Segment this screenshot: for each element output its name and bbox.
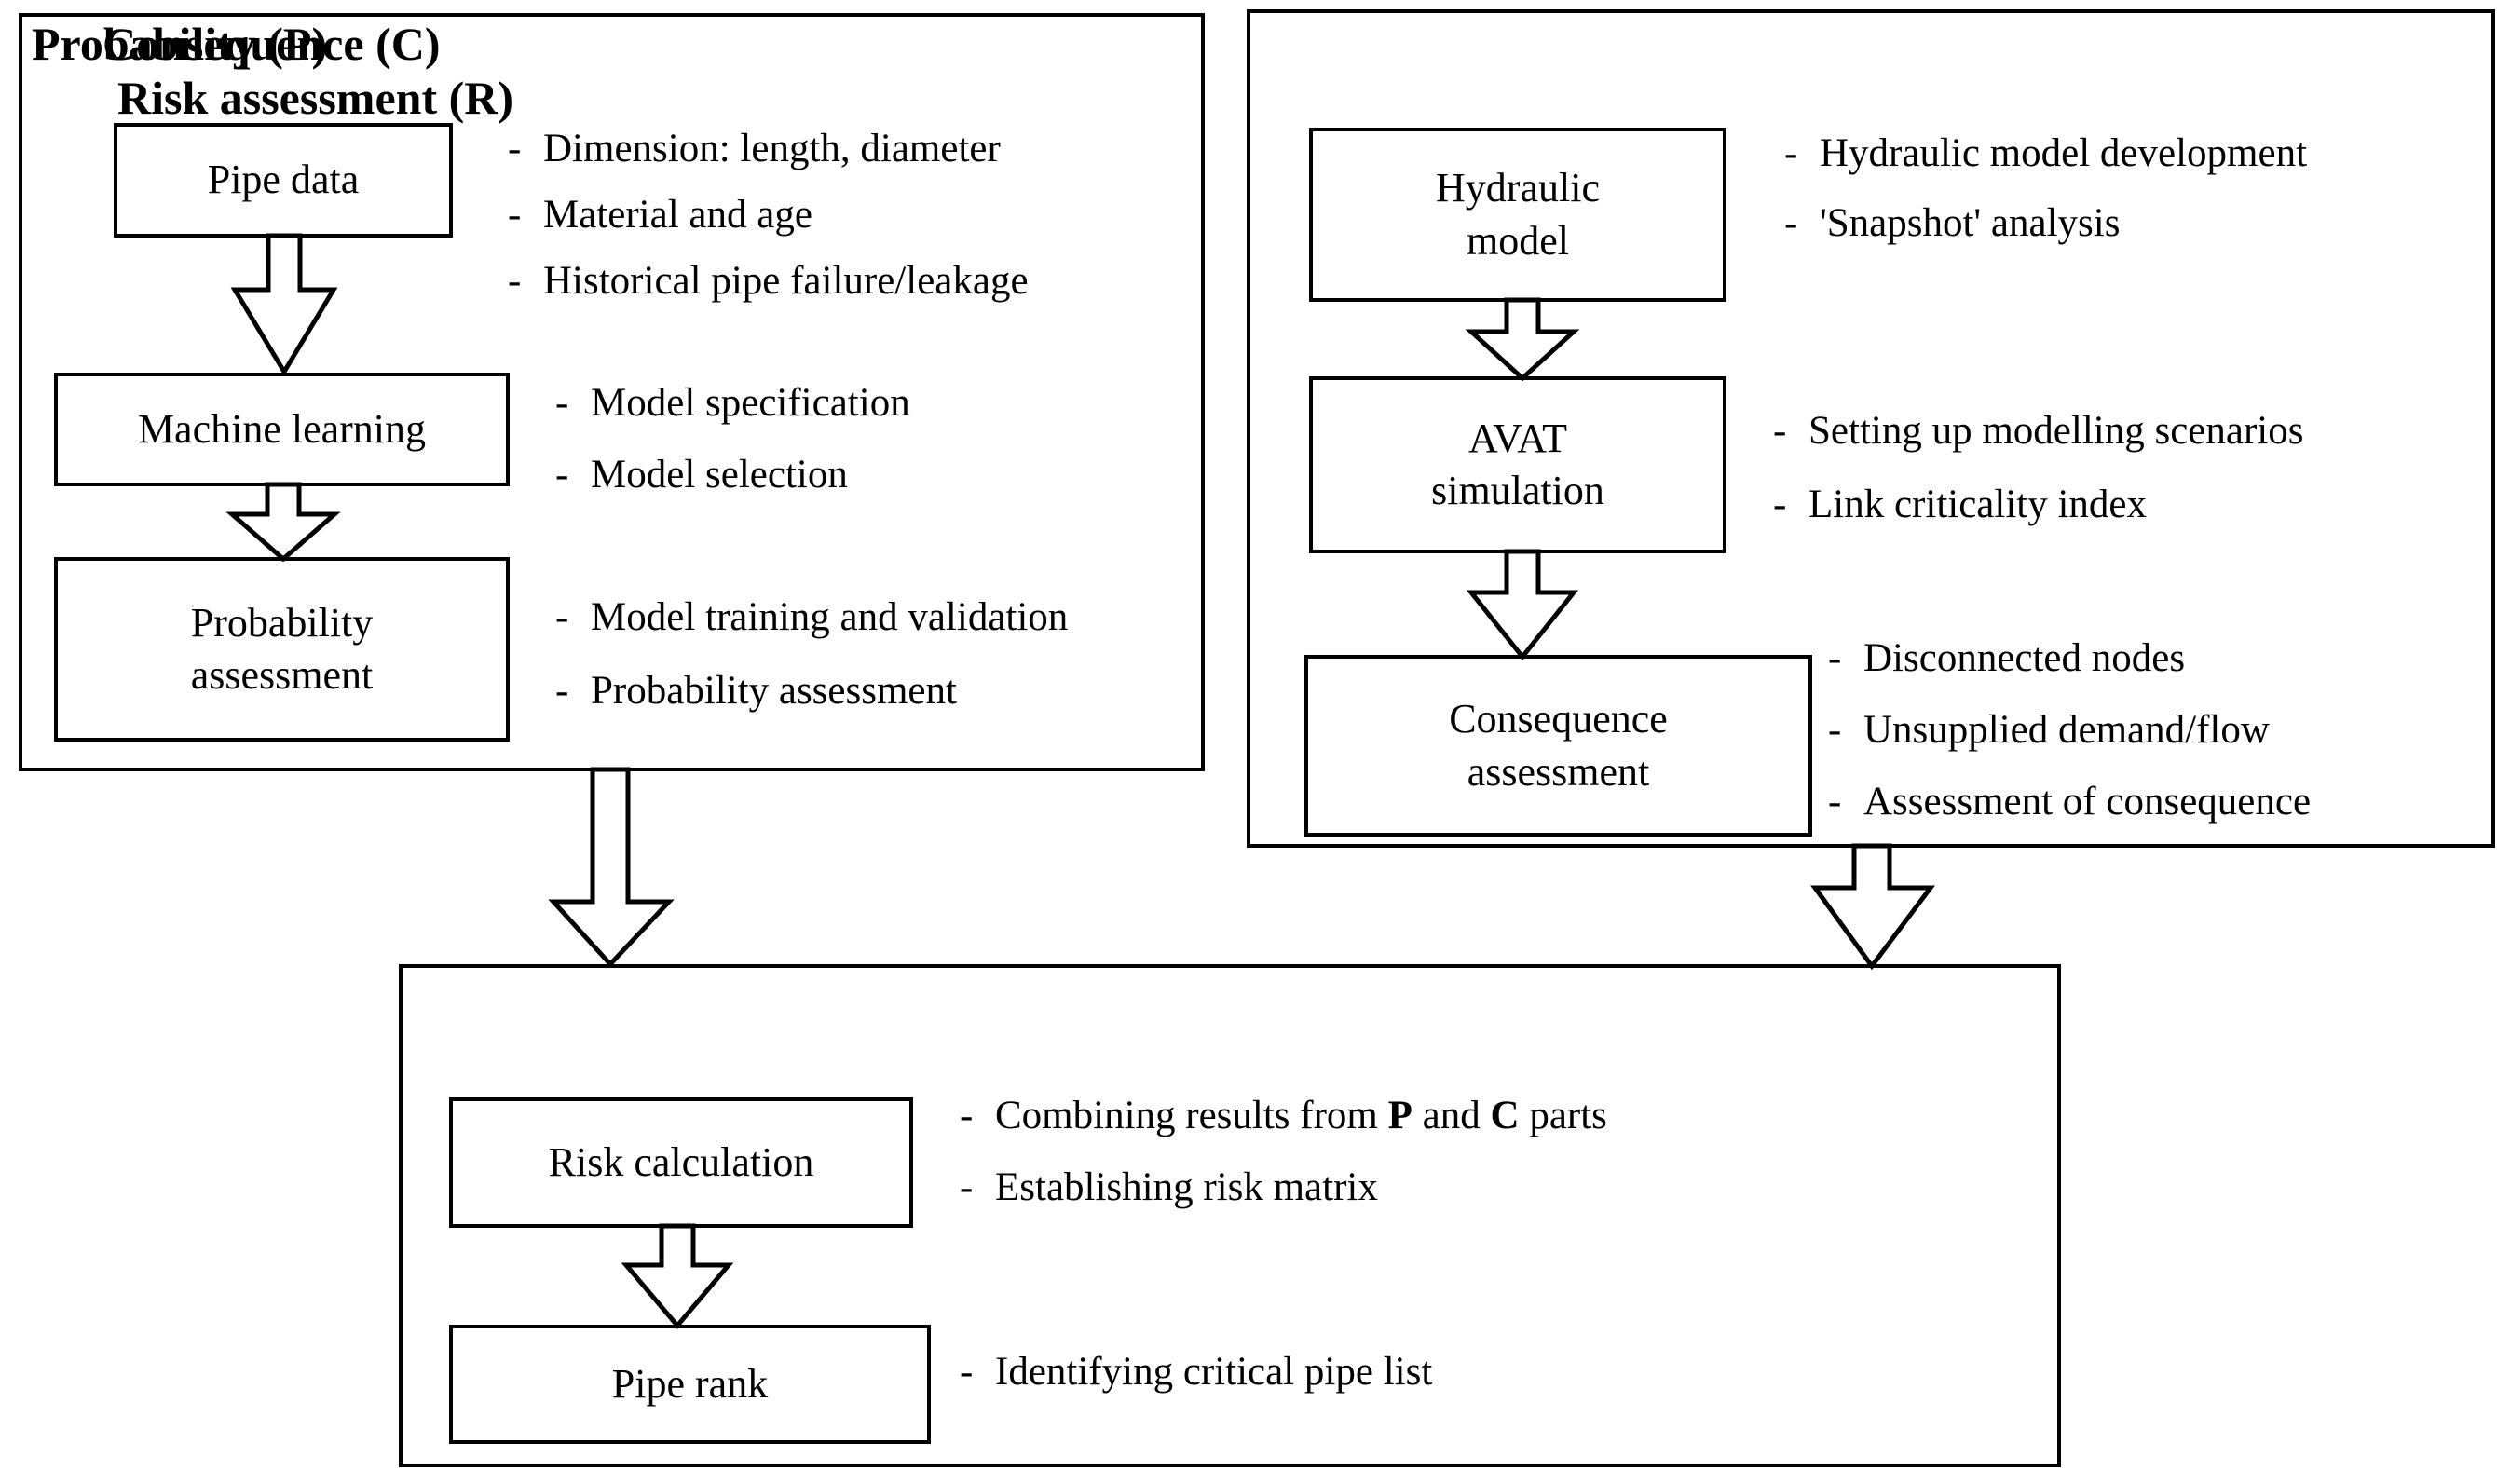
bullet-item: - Setting up modelling scenarios	[1773, 408, 2303, 454]
box-risk-calculation-label: Risk calculation	[548, 1138, 814, 1185]
bullet-dash: -	[555, 453, 569, 497]
bullet-dash: -	[1773, 483, 1787, 526]
bullet-item: - Material and age	[508, 192, 1029, 238]
bullet-item: - Establishing risk matrix	[960, 1164, 1607, 1210]
bullet-item: - Link criticality index	[1773, 482, 2303, 527]
box-consequence-assessment-label-line1: Consequence	[1449, 696, 1668, 742]
box-pipe-data-label: Pipe data	[207, 157, 360, 203]
box-pipe-data: Pipe data	[114, 123, 453, 238]
bullet-label: Model training and validation	[591, 595, 1069, 639]
box-pipe-rank-label: Pipe rank	[611, 1360, 769, 1407]
box-probability-assessment-label-line1: Probability	[190, 599, 374, 646]
bullet-label: Combining results from P and C parts	[995, 1093, 1607, 1138]
box-avat-simulation-label-line1: AVAT	[1468, 415, 1567, 461]
bullet-label: Model specification	[591, 381, 910, 425]
panel-title-probability: Probability (P)	[32, 18, 328, 70]
box-hydraulic-model-label-line2: model	[1467, 217, 1569, 264]
box-hydraulic-model: Hydraulic model	[1309, 128, 1726, 302]
box-avat-simulation-label-line2: simulation	[1431, 468, 1604, 513]
panel-title-risk-assessment: Risk assessment (R)	[117, 72, 513, 124]
bullet-label: 'Snapshot' analysis	[1820, 201, 2121, 245]
bullet-dash: -	[508, 127, 522, 170]
bullet-label: Establishing risk matrix	[995, 1165, 1378, 1209]
bullet-label-bold-p: P	[1387, 1094, 1412, 1137]
bullet-dash: -	[1828, 708, 1842, 752]
bullet-label: Material and age	[543, 193, 812, 237]
box-consequence-assessment: Consequence assessment	[1304, 655, 1812, 837]
bullet-label: Model selection	[591, 453, 848, 497]
arrow-avat-simulation-to-consequence-assessment	[1465, 549, 1580, 661]
bullet-dash: -	[1773, 409, 1787, 453]
bullet-dash: -	[555, 669, 569, 713]
bullet-item: - 'Snapshot' analysis	[1784, 200, 2307, 246]
bullet-item: - Disconnected nodes	[1828, 635, 2311, 681]
box-machine-learning: Machine learning	[54, 373, 510, 486]
bullet-label-mid: and	[1412, 1094, 1491, 1137]
bullet-dash: -	[1828, 780, 1842, 824]
arrow-pipe-data-to-machine-learning	[228, 233, 340, 376]
bullet-list-pipe-rank: - Identifying critical pipe list	[960, 1349, 1432, 1395]
bullet-item: - Dimension: length, diameter	[508, 126, 1029, 171]
arrow-machine-learning-to-probability-assessment	[225, 482, 341, 563]
bullet-label: Unsupplied demand/flow	[1863, 708, 2270, 752]
bullet-item: - Model specification	[555, 380, 910, 426]
bullet-list-avat-simulation: - Setting up modelling scenarios - Link …	[1773, 408, 2303, 555]
bullet-list-machine-learning: - Model specification - Model selection	[555, 380, 910, 524]
bullet-item: - Model training and validation	[555, 594, 1068, 640]
bullet-list-probability-assessment: - Model training and validation - Probab…	[555, 594, 1068, 742]
bullet-item: - Historical pipe failure/leakage	[508, 258, 1029, 304]
bullet-dash: -	[1784, 201, 1798, 245]
bullet-label: Assessment of consequence	[1863, 780, 2312, 824]
bullet-item: - Identifying critical pipe list	[960, 1349, 1432, 1395]
bullet-item: - Model selection	[555, 452, 910, 497]
bullet-dash: -	[1828, 636, 1842, 680]
bullet-item: - Combining results from P and C parts	[960, 1093, 1607, 1138]
box-hydraulic-model-label-line1: Hydraulic	[1436, 165, 1600, 211]
bullet-label: Probability assessment	[591, 669, 957, 713]
bullet-label: Hydraulic model development	[1820, 131, 2308, 175]
bullet-list-hydraulic-model: - Hydraulic model development - 'Snapsho…	[1784, 130, 2307, 270]
bullet-item: - Hydraulic model development	[1784, 130, 2307, 176]
bullet-label: Link criticality index	[1808, 483, 2148, 526]
panel-title-consequence: Consequence (C)	[102, 18, 441, 70]
arrow-risk-calculation-to-pipe-rank	[620, 1223, 735, 1329]
bullet-label-bold-c: C	[1490, 1094, 1520, 1137]
bullet-dash: -	[508, 193, 522, 237]
bullet-label: Identifying critical pipe list	[995, 1350, 1433, 1394]
box-probability-assessment-label-line2: assessment	[190, 652, 374, 698]
bullet-label: Disconnected nodes	[1863, 636, 2186, 680]
bullet-list-consequence-assessment: - Disconnected nodes - Unsupplied demand…	[1828, 635, 2311, 851]
box-probability-assessment: Probability assessment	[54, 557, 510, 742]
bullet-list-risk-calculation: - Combining results from P and C parts -…	[960, 1093, 1607, 1236]
bullet-dash: -	[960, 1165, 974, 1209]
bullet-item: - Assessment of consequence	[1828, 779, 2311, 824]
bullet-list-pipe-data: - Dimension: length, diameter - Material…	[508, 126, 1029, 324]
arrow-consequence-to-risk-assessment	[1810, 843, 1937, 971]
bullet-dash: -	[960, 1094, 974, 1137]
bullet-item: - Probability assessment	[555, 668, 1068, 714]
bullet-dash: -	[508, 259, 522, 303]
bullet-item: - Unsupplied demand/flow	[1828, 707, 2311, 753]
box-pipe-rank: Pipe rank	[449, 1325, 931, 1444]
arrow-probability-to-risk-assessment	[548, 767, 676, 968]
box-machine-learning-label: Machine learning	[137, 405, 427, 452]
arrow-hydraulic-model-to-avat-simulation	[1465, 297, 1580, 382]
bullet-label-pre: Combining results from	[995, 1094, 1388, 1137]
box-avat-simulation: AVAT simulation	[1309, 376, 1726, 553]
bullet-label: Setting up modelling scenarios	[1808, 409, 2304, 453]
bullet-dash: -	[555, 595, 569, 639]
bullet-dash: -	[1784, 131, 1798, 175]
bullet-label: Dimension: length, diameter	[543, 127, 1001, 170]
bullet-dash: -	[960, 1350, 974, 1394]
bullet-label-post: parts	[1519, 1094, 1607, 1137]
box-risk-calculation: Risk calculation	[449, 1097, 913, 1228]
bullet-label: Historical pipe failure/leakage	[543, 259, 1029, 303]
box-consequence-assessment-label-line2: assessment	[1467, 748, 1650, 795]
bullet-dash: -	[555, 381, 569, 425]
